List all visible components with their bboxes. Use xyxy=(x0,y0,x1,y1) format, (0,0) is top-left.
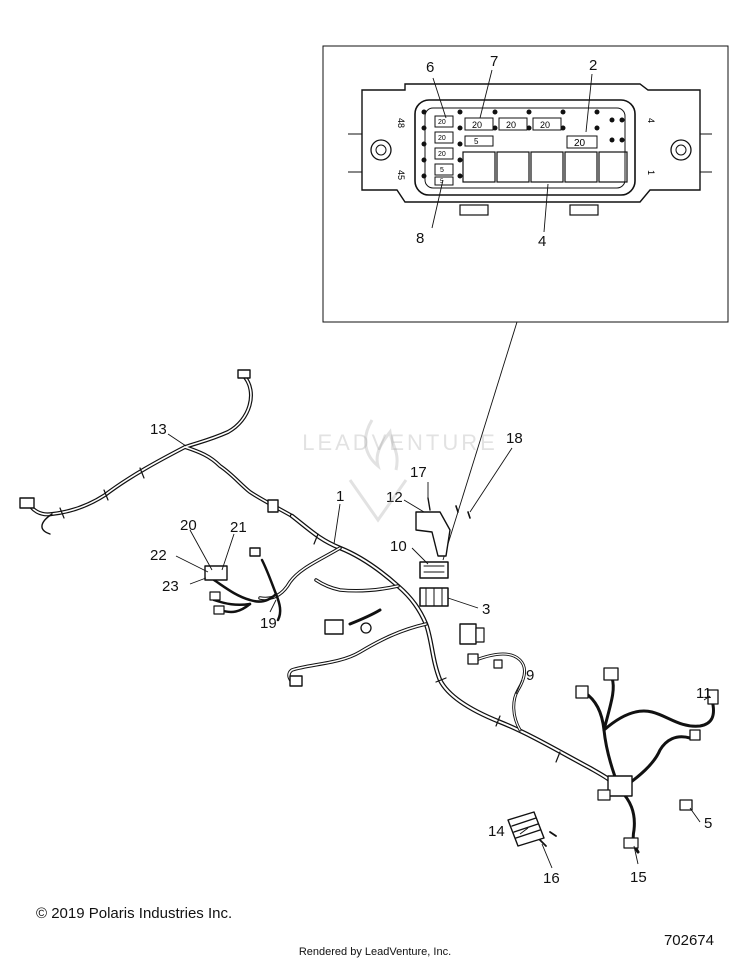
callout-18: 18 xyxy=(506,430,523,447)
fuse-value: 5 xyxy=(474,137,479,146)
mounting-hole-right xyxy=(670,139,692,161)
fuse-box-detail-inset xyxy=(322,45,729,323)
pin-label-4: 4 xyxy=(646,118,656,123)
fuse-value: 5 xyxy=(440,179,444,185)
mounting-hole-right-inner xyxy=(675,144,687,156)
harness-11 xyxy=(582,676,715,854)
part-5 xyxy=(679,799,693,811)
harness-1 xyxy=(258,513,623,793)
relay-1 xyxy=(462,151,496,183)
latch-left xyxy=(459,204,489,216)
screw-16 xyxy=(539,839,547,847)
watermark-logo xyxy=(348,419,408,523)
relay-block-right xyxy=(607,775,633,797)
fuse-value: 20 xyxy=(438,119,446,126)
pin-label-48: 48 xyxy=(396,118,406,128)
callout-15: 15 xyxy=(630,869,647,886)
harness-13 xyxy=(26,374,294,518)
fuse-box-inner-body xyxy=(414,99,636,196)
copyright-text: © 2019 Polaris Industries Inc. xyxy=(36,905,233,922)
callout-23: 23 xyxy=(162,578,179,595)
callout-3: 3 xyxy=(482,601,490,618)
pin-label-1: 1 xyxy=(646,170,656,175)
fuse-value: 20 xyxy=(506,120,516,130)
fuse-value: 5 xyxy=(440,167,444,174)
bracket-12 xyxy=(415,511,451,557)
callout-5: 5 xyxy=(704,815,712,832)
callout-17: 17 xyxy=(410,464,427,481)
callout-19: 19 xyxy=(260,615,277,632)
fuse-box-labels: 48 45 4 1 20 20 20 20 20 20 5 5 20 5 xyxy=(396,118,656,185)
latch-right xyxy=(569,204,599,216)
callout-12: 12 xyxy=(386,489,403,506)
callout-13: 13 xyxy=(150,421,167,438)
fuse-value: 20 xyxy=(438,135,446,142)
callout-10: 10 xyxy=(390,538,407,555)
relay-2 xyxy=(496,151,530,183)
mounting-hole-left xyxy=(370,139,392,161)
callout-1: 1 xyxy=(336,488,344,505)
callout-14: 14 xyxy=(488,823,505,840)
callout-8: 8 xyxy=(416,230,424,247)
rendered-by-text: Rendered by LeadVenture, Inc. xyxy=(298,946,452,958)
callout-7: 7 xyxy=(490,53,498,70)
watermark-text: LEADVENTURE xyxy=(302,430,498,455)
callout-21: 21 xyxy=(230,519,247,536)
callout-16: 16 xyxy=(543,870,560,887)
fuse-value: 20 xyxy=(574,138,586,149)
callout-4: 4 xyxy=(538,233,546,250)
harness-9 xyxy=(474,652,526,732)
fuse-value: 20 xyxy=(438,151,446,158)
fuse-value: 20 xyxy=(540,120,550,130)
relay-3 xyxy=(530,151,564,183)
inset-frame xyxy=(322,45,729,323)
callout-11: 11 xyxy=(696,685,712,702)
relay-4 xyxy=(564,151,598,183)
mounting-hole-left-inner xyxy=(375,144,387,156)
fuse-box-housing xyxy=(361,83,701,203)
callout-20: 20 xyxy=(180,517,197,534)
module-20-23 xyxy=(204,565,228,581)
callout-22: 22 xyxy=(150,547,167,564)
relay-5 xyxy=(598,151,628,183)
callout-labels: 1 2 3 4 5 6 7 8 9 10 11 12 13 14 15 16 1… xyxy=(150,53,712,887)
callout-2: 2 xyxy=(589,57,597,74)
pin-label-45: 45 xyxy=(396,170,406,180)
fuse-box-10 xyxy=(419,561,449,579)
callout-9: 9 xyxy=(526,667,534,684)
fuse-value: 20 xyxy=(472,120,482,130)
callout-6: 6 xyxy=(426,59,434,76)
diagram-number: 702674 xyxy=(663,932,714,949)
